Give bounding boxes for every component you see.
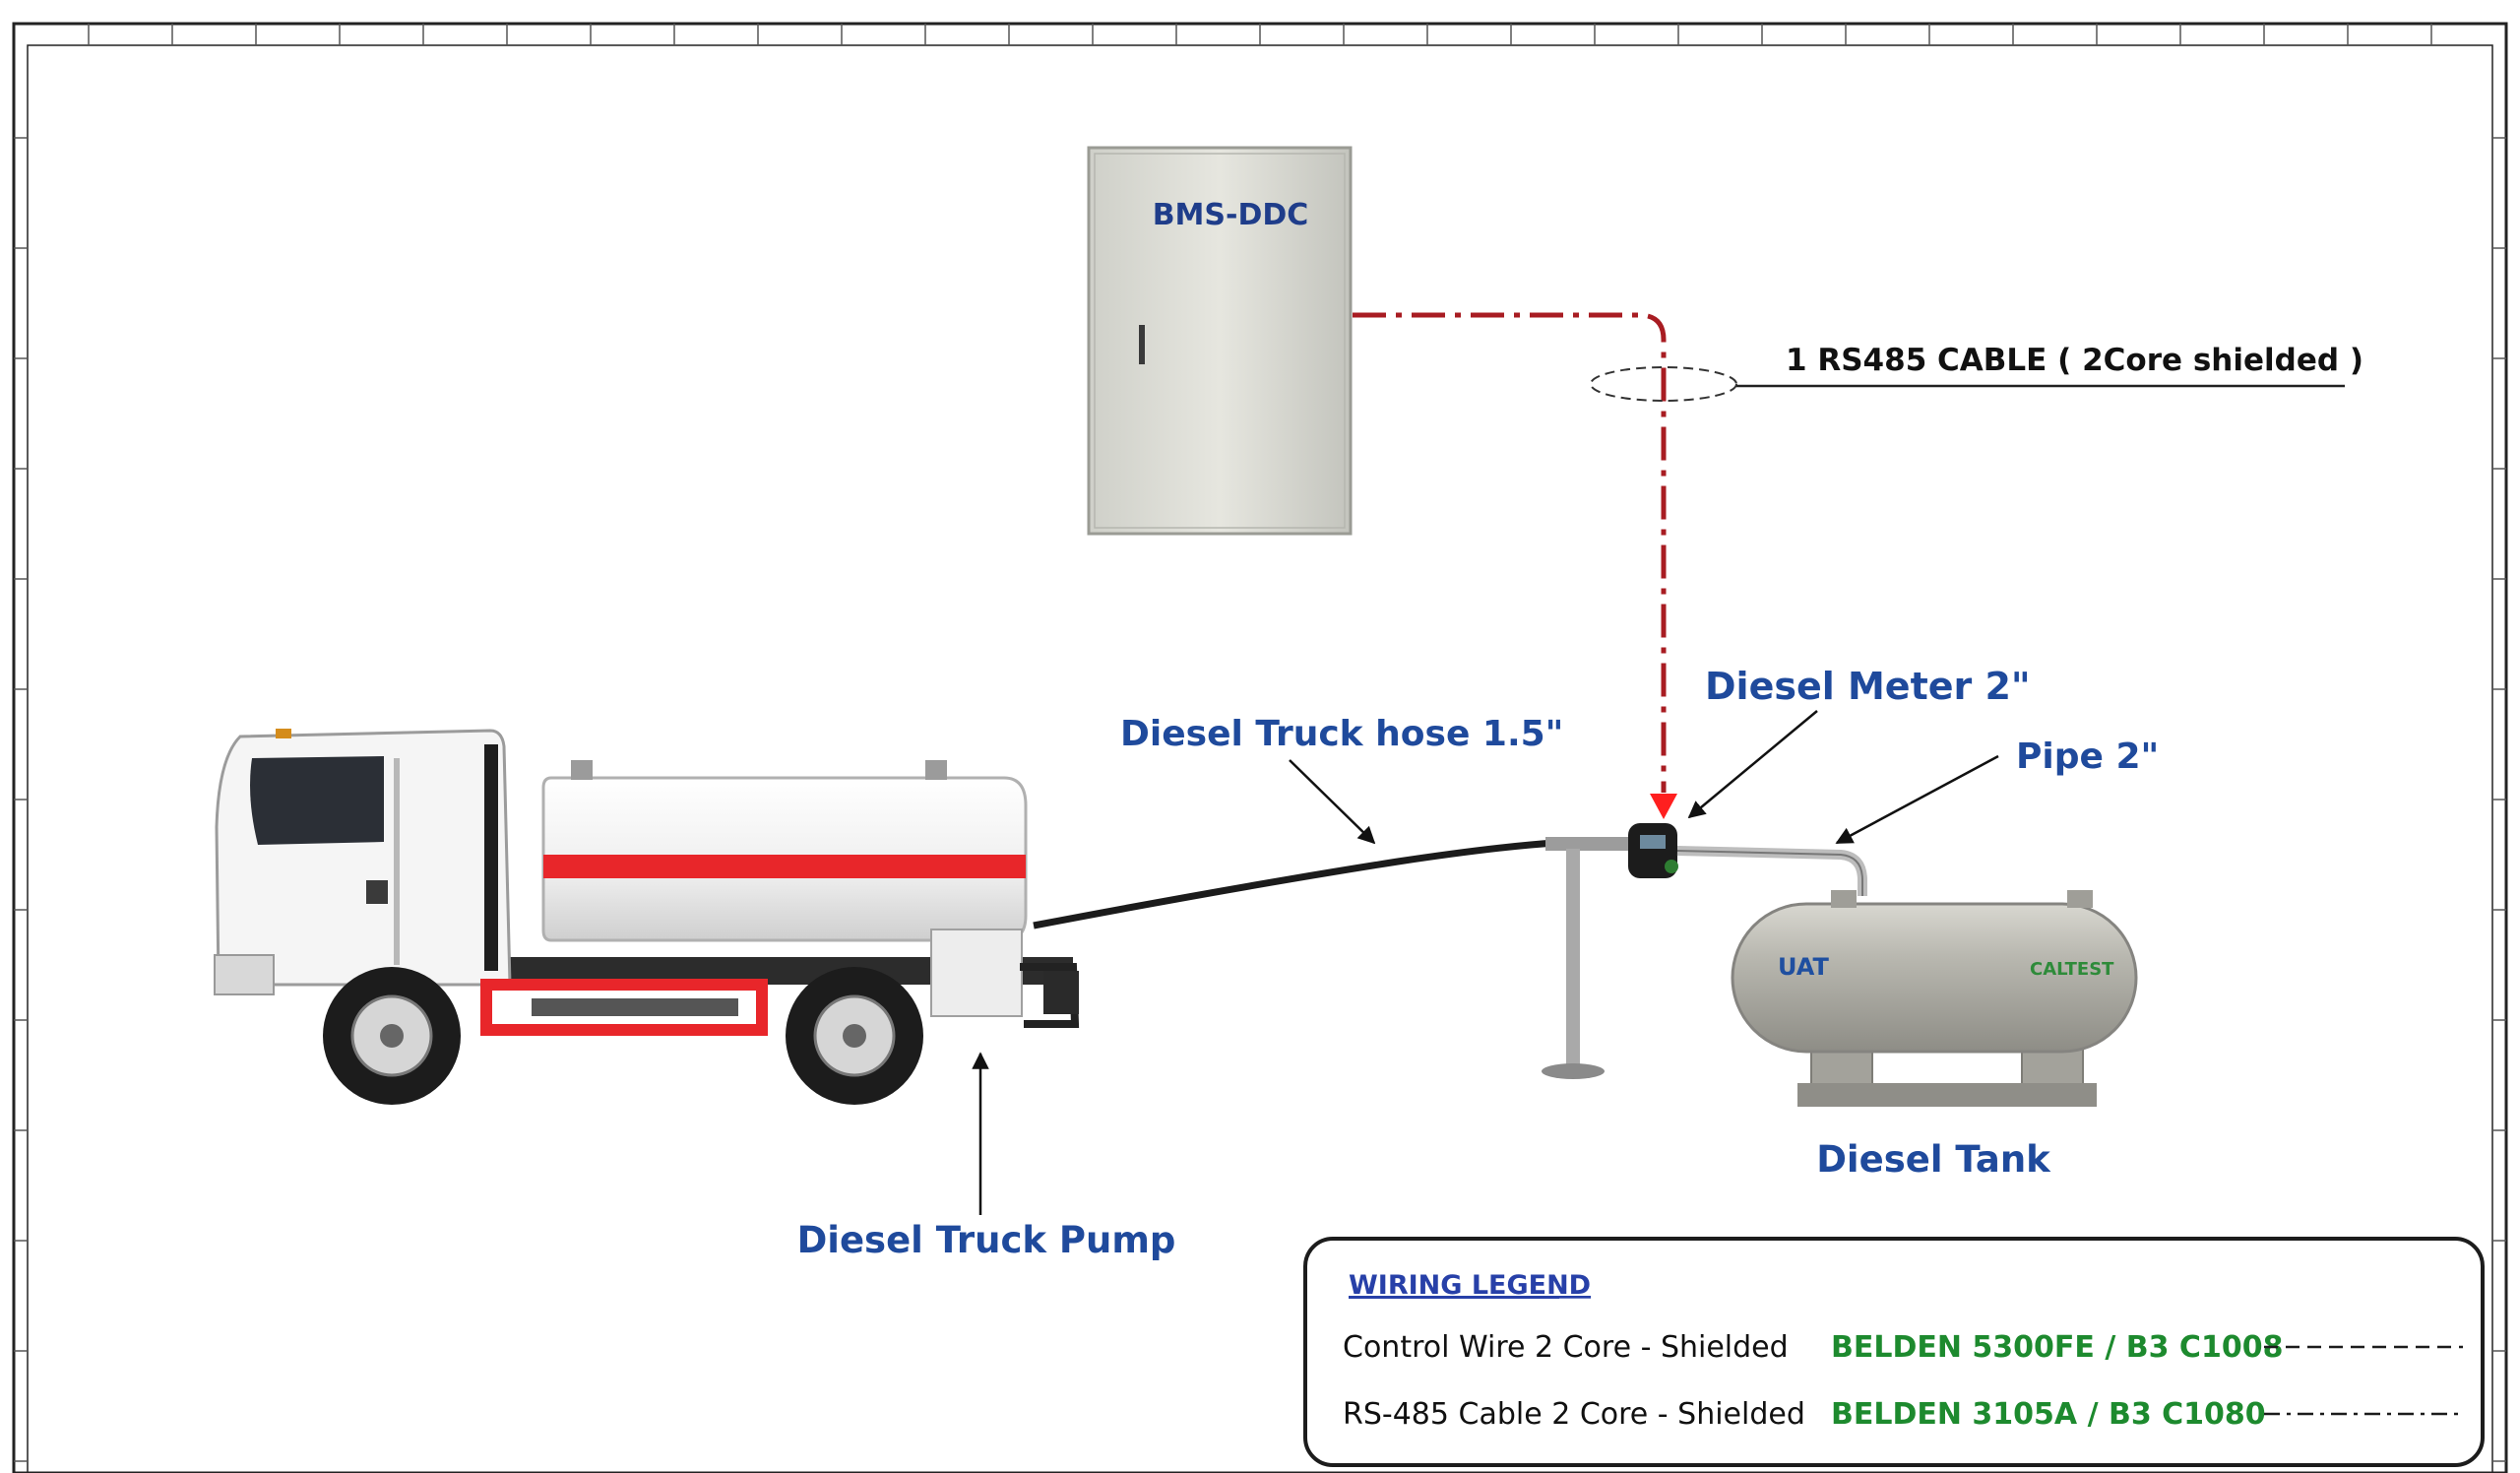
legend-row-code: BELDEN 3105A / B3 C1080	[1831, 1397, 2266, 1432]
truck-hose	[1033, 839, 1556, 929]
meter-leader	[1687, 710, 1818, 819]
pipe-label: Pipe 2"	[2016, 736, 2159, 777]
front-wheel	[323, 967, 461, 1105]
pump-label: Diesel Truck Pump	[797, 1219, 1176, 1261]
wiring-legend: WIRING LEGEND Control Wire 2 Core - Shie…	[1303, 1237, 2485, 1467]
diesel-tank: UAT CALTEST	[1731, 890, 2138, 1107]
cable-arrow-icon	[1650, 794, 1677, 819]
legend-title: WIRING LEGEND	[1349, 1270, 1591, 1301]
hose-leader	[1289, 759, 1376, 845]
rs485-cable	[1353, 312, 1667, 793]
cable-bundle-marker	[1590, 366, 1737, 402]
tank-brand-left: UAT	[1778, 953, 1829, 981]
controller-label: BMS-DDC	[1153, 198, 1309, 232]
cable-label: 1 RS485 CABLE ( 2Core shielded )	[1786, 343, 2363, 378]
sheet-frame	[12, 22, 2508, 1473]
cabinet-handle	[1139, 325, 1145, 364]
tank-brand-right: CALTEST	[2030, 959, 2114, 980]
legend-row-name: Control Wire 2 Core - Shielded	[1343, 1330, 1789, 1365]
pipe-leader	[1835, 754, 1999, 845]
legend-row-code: BELDEN 5300FE / B3 C1008	[1831, 1330, 2283, 1365]
legend-row-name: RS-485 Cable 2 Core - Shielded	[1343, 1397, 1805, 1432]
rear-wheel	[786, 967, 923, 1105]
tank-label: Diesel Tank	[1816, 1138, 2051, 1181]
diesel-meter	[1628, 823, 1678, 878]
meter-label: Diesel Meter 2"	[1705, 665, 2031, 708]
hose-label: Diesel Truck hose 1.5"	[1120, 714, 1563, 754]
tank-pipe	[1676, 846, 1867, 896]
diesel-truck	[214, 729, 1080, 1105]
pipe-stand	[1542, 837, 1634, 1079]
ddc-cabinet: BMS-DDC	[1087, 146, 1353, 536]
